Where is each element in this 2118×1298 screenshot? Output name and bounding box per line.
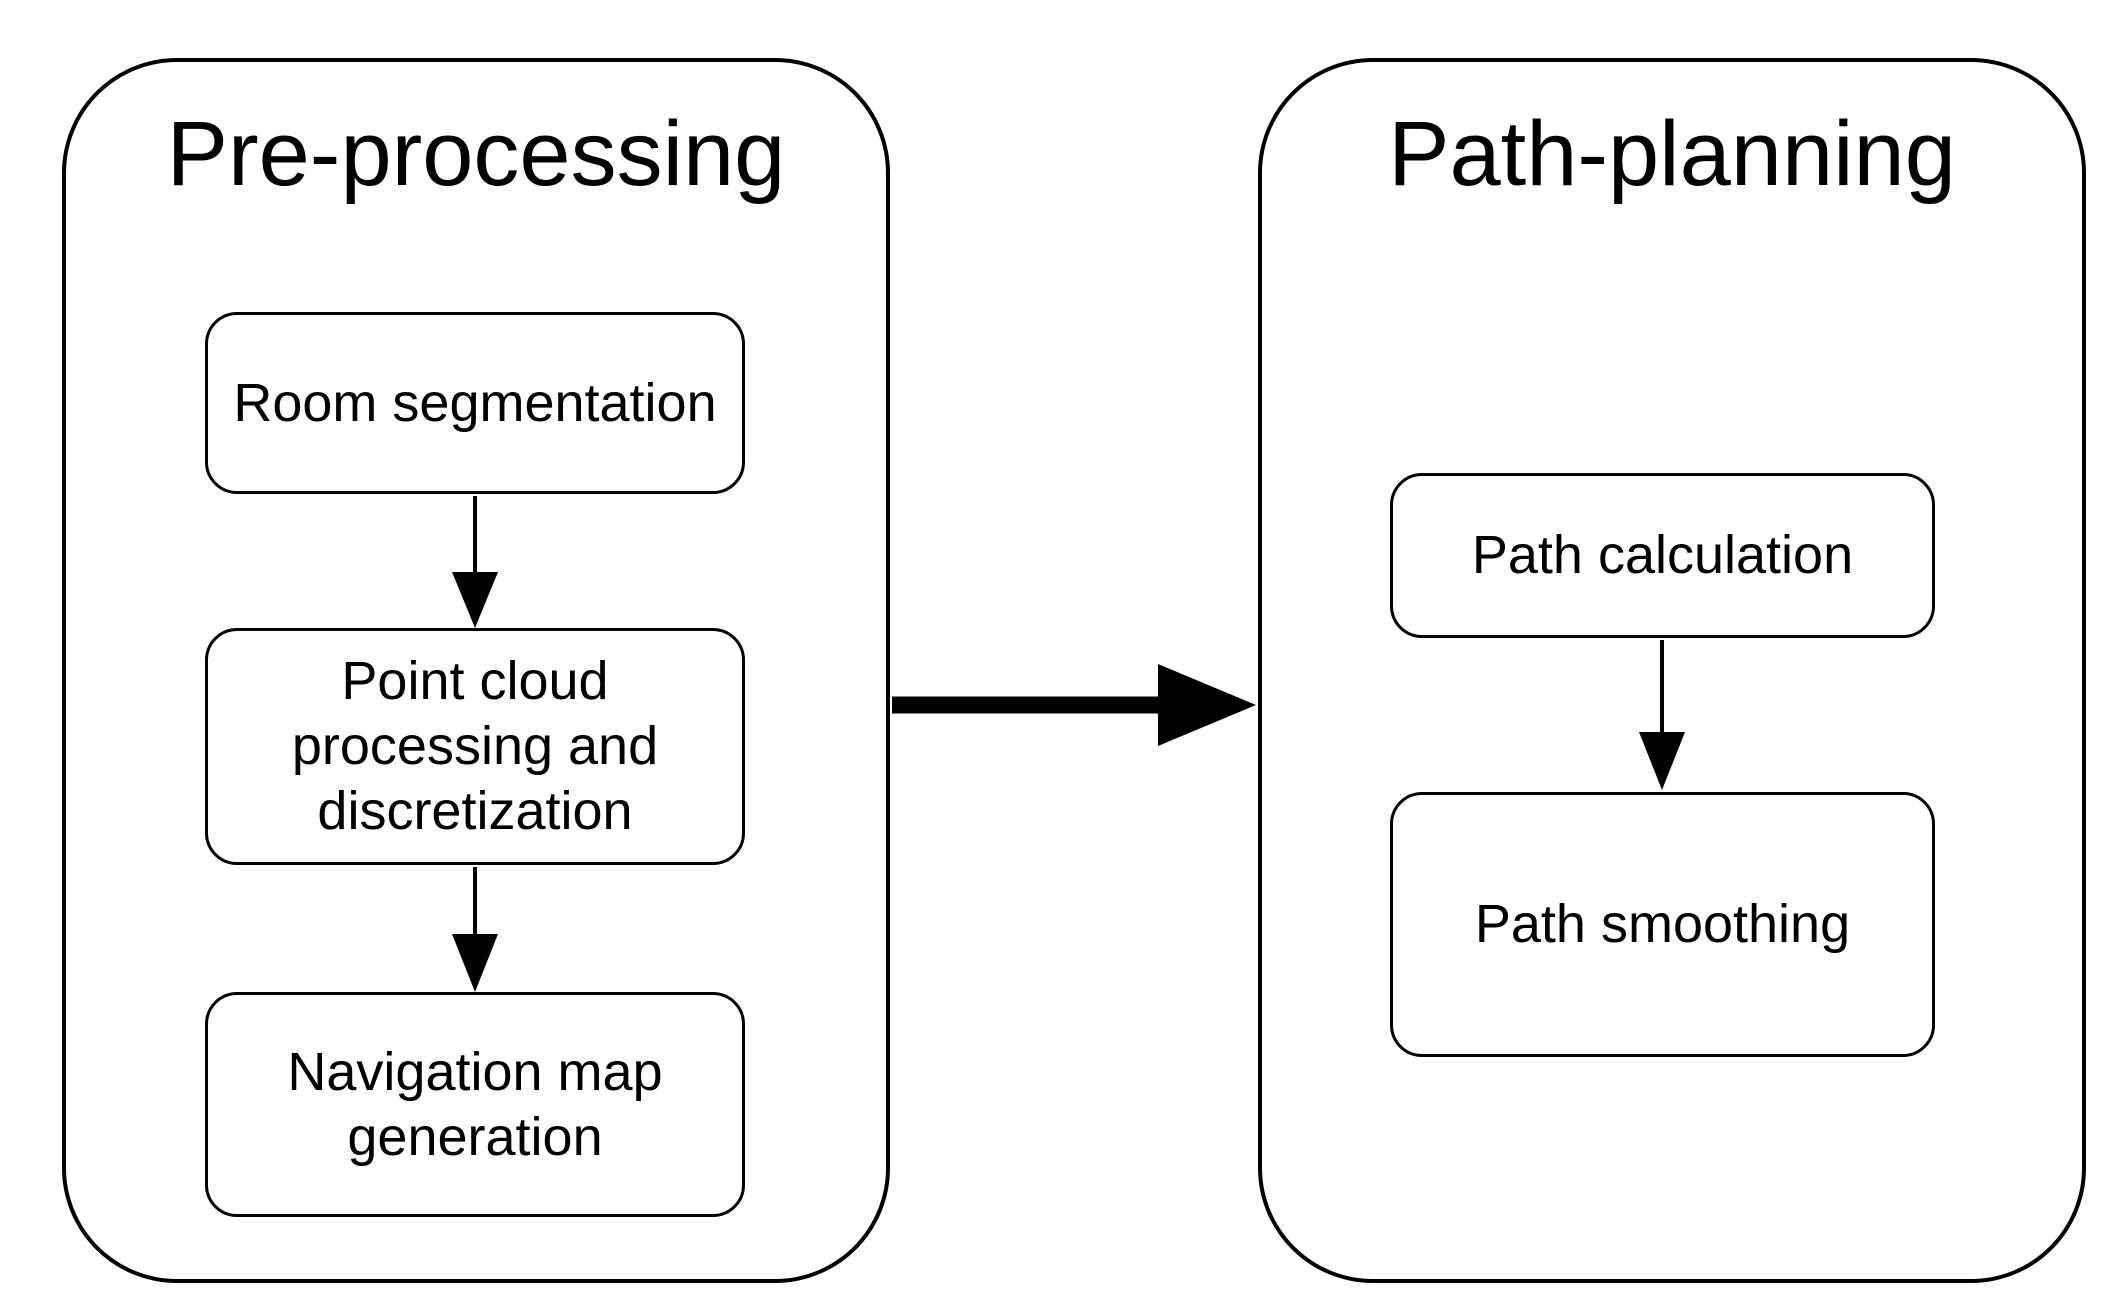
node-room-segmentation: Room segmentation (205, 312, 745, 494)
node-label: Room segmentation (233, 372, 717, 433)
node-path-smoothing: Path smoothing (1390, 792, 1935, 1057)
node-label: Path smoothing (1474, 894, 1851, 955)
node-label: Point cloud processing and discretizatio… (291, 651, 659, 841)
group-title-path-planning: Path-planning (1388, 103, 1956, 205)
node-point-cloud-processing: Point cloud processing and discretizatio… (205, 628, 745, 865)
node-navigation-map-generation: Navigation map generation (205, 992, 745, 1217)
arrow-head-icon (1158, 664, 1256, 746)
node-path-calculation: Path calculation (1390, 473, 1935, 638)
node-label: Navigation map generation (287, 1041, 663, 1167)
group-path-planning: Path-planning (1258, 58, 2086, 1283)
group-title-pre-processing: Pre-processing (166, 103, 786, 205)
arrow-preprocessing-to-pathplanning (892, 664, 1256, 746)
node-label: Path calculation (1471, 525, 1854, 586)
